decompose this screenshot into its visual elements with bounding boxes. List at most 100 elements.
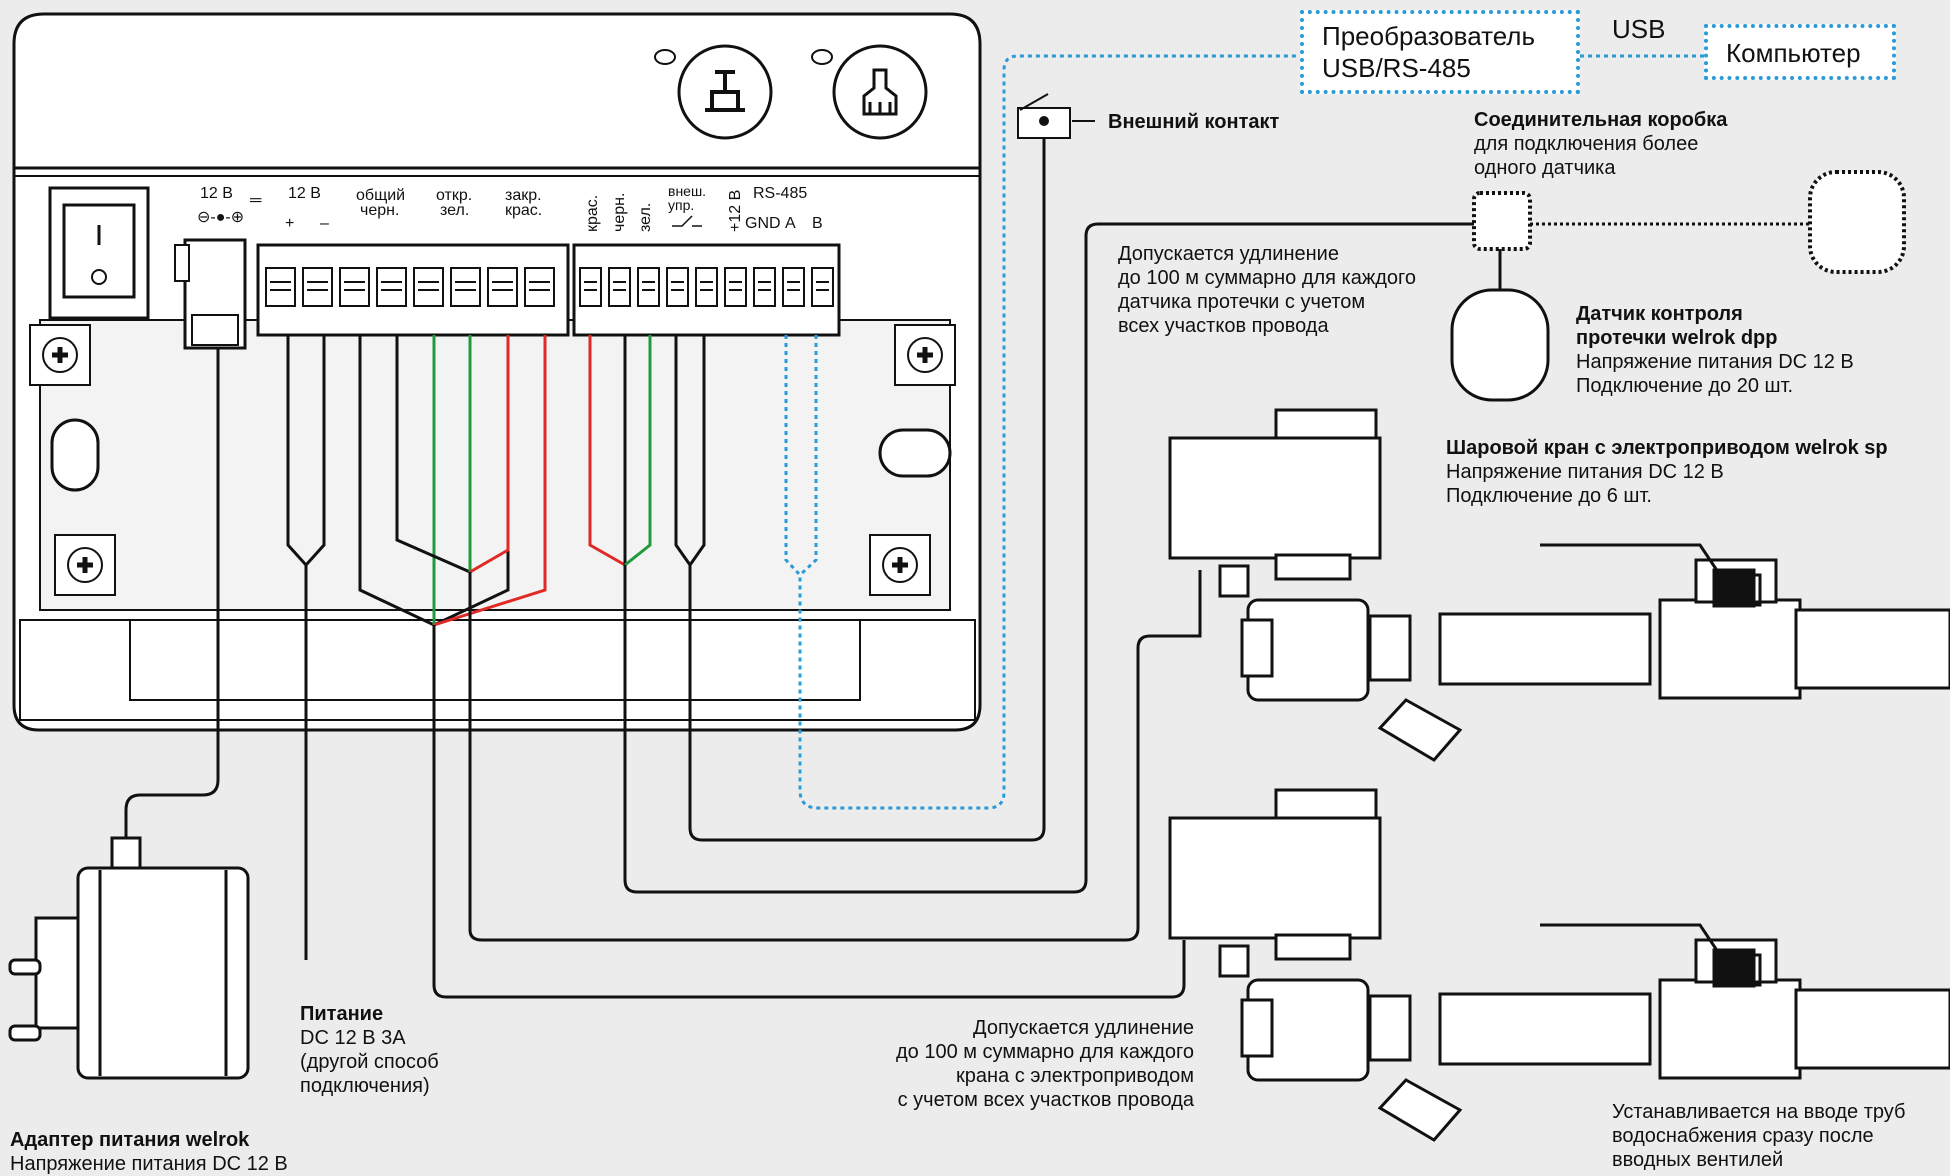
terminal-slot	[637, 267, 660, 307]
plus-label: +	[285, 215, 294, 232]
terminal-slot-mark	[729, 281, 742, 291]
terminal-slot	[579, 267, 602, 307]
cleaning-mode-button-icon[interactable]	[811, 44, 928, 140]
junction-box-icon	[1472, 170, 1906, 274]
terminal-slot-mark	[758, 281, 771, 291]
ext-ctrl-label2: упр.	[668, 197, 694, 213]
valve-ext-line3: крана с электроприводом	[956, 1065, 1194, 1087]
usb-label: USB	[1612, 14, 1666, 44]
terminal-slot	[413, 267, 444, 307]
sensor-ext-line3: датчика протечки с учетом	[1118, 291, 1366, 313]
adapter-line1: Напряжение питания DC 12 В	[10, 1153, 288, 1175]
power-switch-icon[interactable]	[48, 186, 150, 320]
leak-sensor-icon	[1450, 288, 1550, 402]
sensor-ext-line4: всех участков провода	[1118, 315, 1329, 337]
terminal-slot	[811, 267, 834, 307]
power-line3: подключения)	[300, 1075, 430, 1097]
adapter-caption: Адаптер питания welrok Напряжение питани…	[10, 1128, 288, 1176]
power-line2: (другой способ	[300, 1051, 439, 1073]
external-contact-label: Внешний контакт	[1108, 111, 1280, 133]
valve-line2: Подключение до 6 шт.	[1446, 485, 1652, 507]
valve-ext-line4: с учетом всех участков провода	[897, 1089, 1194, 1111]
terminal-slot-mark	[381, 281, 402, 291]
valve-extension-note: Допускается удлинение до 100 м суммарно …	[820, 1016, 1194, 1112]
terminal-slot	[695, 267, 718, 307]
a-label: A	[785, 215, 796, 232]
svg-text:═: ═	[249, 192, 262, 209]
terminal-slot-mark	[270, 281, 291, 291]
terminal-slot-mark	[529, 281, 550, 291]
dc-jack-icon	[174, 238, 247, 350]
terminal-slot-mark	[455, 281, 476, 291]
terminal-open-color: зел.	[440, 202, 469, 219]
valve-line1: Напряжение питания DC 12 В	[1446, 461, 1724, 483]
terminal-close-label: закр.	[505, 187, 542, 204]
valve-caption: Шаровой кран с электроприводом welrok sp…	[1446, 436, 1888, 508]
terminal-slot	[302, 267, 333, 307]
valve-button-icon[interactable]	[654, 44, 773, 140]
terminal-slot	[487, 267, 518, 307]
gnd-label: GND	[745, 215, 781, 232]
valve-actuator-icon-2	[1168, 788, 1950, 1142]
sensor-ext-line2: до 100 м суммарно для каждого	[1118, 267, 1417, 289]
terminal-slot	[608, 267, 631, 307]
ext-ctrl-label: внеш.	[668, 183, 706, 199]
power-terminal-label: 12 В	[288, 185, 321, 202]
computer-label: Компьютер	[1726, 38, 1861, 68]
install-note: Устанавливается на вводе труб водоснабже…	[1612, 1100, 1905, 1172]
sensor-green-label: зел.	[637, 203, 654, 232]
converter-label: Преобразователь	[1322, 21, 1536, 51]
terminal-slot-mark	[492, 281, 513, 291]
sensor-red-label: крас.	[584, 195, 601, 232]
valve-ext-line2: до 100 м суммарно для каждого	[895, 1041, 1194, 1063]
sensor-black-label: черн.	[611, 193, 628, 232]
terminal-slot	[265, 267, 296, 307]
computer-box: Компьютер	[1704, 24, 1896, 80]
terminal-slot	[524, 267, 555, 307]
controller-unit: 12 В ⊖-●-⊕ 12 В ═ + – общий черн. откр. …	[12, 12, 982, 732]
svg-text:⊖-●-⊕: ⊖-●-⊕	[197, 209, 244, 226]
terminal-slot-mark	[418, 281, 439, 291]
junction-line2: одного датчика	[1474, 157, 1616, 179]
sensor-caption: Датчик контроля протечки welrok dpp Напр…	[1576, 302, 1854, 398]
terminal-slot-mark	[700, 281, 713, 291]
sensor-title1: Датчик контроля	[1576, 303, 1743, 325]
converter-label-2: USB/RS-485	[1322, 53, 1471, 83]
terminal-close-color: крас.	[505, 202, 542, 219]
terminal-slot-mark	[816, 281, 829, 291]
install-line1: Устанавливается на вводе труб	[1612, 1101, 1906, 1123]
adapter-title: Адаптер питания welrok	[10, 1129, 250, 1151]
install-line2: водоснабжения сразу после	[1612, 1125, 1874, 1147]
usb-rs485-converter: Преобразователь USB/RS-485	[1300, 10, 1580, 94]
power-line1: DC 12 В 3А	[300, 1027, 406, 1049]
sensor-title2: протечки welrok dpp	[1576, 327, 1778, 349]
terminal-slot	[666, 267, 689, 307]
install-line3: вводных вентилей	[1612, 1149, 1784, 1171]
terminal-slot-mark	[344, 281, 365, 291]
terminal-slot-mark	[642, 281, 655, 291]
sensor-extension-note: Допускается удлинение до 100 м суммарно …	[1118, 242, 1416, 338]
power-adapter-icon	[8, 836, 250, 1080]
junction-title: Соединительная коробка	[1474, 109, 1728, 131]
terminal-slot	[782, 267, 805, 307]
terminal-slot-mark	[671, 281, 684, 291]
rs485-label: RS-485	[753, 185, 807, 202]
terminal-slot-mark	[307, 281, 328, 291]
terminal-open-label: откр.	[436, 187, 472, 204]
terminal-slot	[450, 267, 481, 307]
terminal-slot-mark	[613, 281, 626, 291]
terminal-block-valve	[256, 243, 570, 337]
sensor-line1: Напряжение питания DC 12 В	[1576, 351, 1854, 373]
junction-line1: для подключения более	[1474, 133, 1699, 155]
terminal-slot-mark	[787, 281, 800, 291]
valve-ext-line1: Допускается удлинение	[973, 1017, 1194, 1039]
terminal-common-label: общий	[356, 187, 405, 204]
valve-title: Шаровой кран с электроприводом welrok sp	[1446, 437, 1888, 459]
b-label: B	[812, 215, 823, 232]
external-contact-icon	[1017, 93, 1095, 139]
plus12-label: +12 В	[727, 190, 744, 232]
terminal-slot-mark	[584, 281, 597, 291]
terminal-slot	[376, 267, 407, 307]
terminal-common-color: черн.	[360, 202, 399, 219]
